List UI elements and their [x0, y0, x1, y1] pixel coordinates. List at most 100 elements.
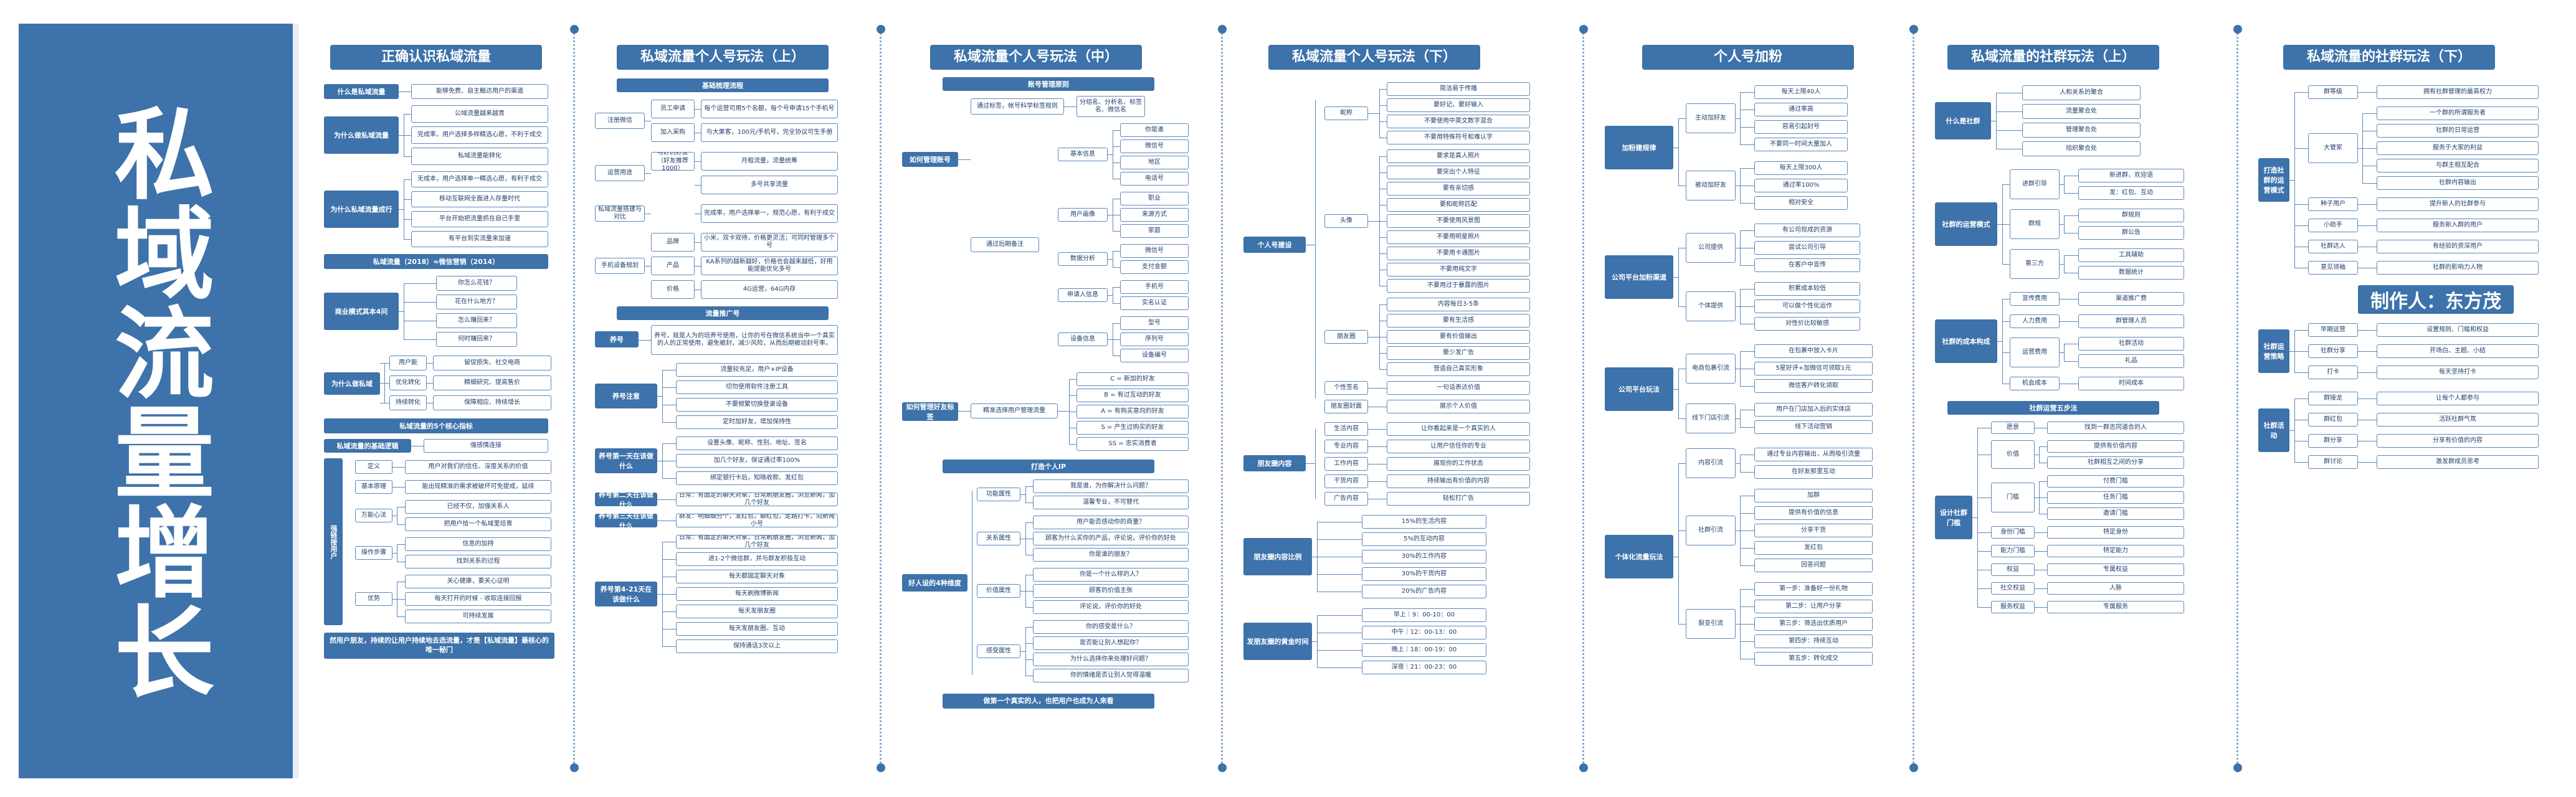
connector-horizontal	[2358, 372, 2362, 373]
connector-horizontal	[1368, 221, 1379, 222]
leaf-node: 工具辅助	[2078, 248, 2184, 262]
panel-4: 私域流量个人号玩法（下） 简洁易于传播要好记，要好输入不要使用中英文数字混合不要…	[1231, 26, 1574, 770]
connector-horizontal	[2060, 224, 2064, 225]
connector-horizontal	[397, 544, 405, 545]
leaf-node: 社群活动	[2078, 337, 2184, 351]
connector-horizontal	[2362, 372, 2377, 373]
connector-horizontal	[2060, 264, 2064, 265]
connector-horizontal	[1678, 418, 1686, 419]
leaf-node: 加群	[1754, 489, 1873, 502]
connector-horizontal	[2035, 607, 2039, 608]
connector-horizontal	[645, 173, 651, 174]
leaf-node: 不要用纯文字	[1387, 263, 1530, 276]
leaf-node: 新进群，欢迎语	[2078, 169, 2184, 182]
connector-vertical	[662, 370, 663, 422]
leaf-node: 第一步：准备好一份礼物	[1754, 582, 1873, 596]
leaf-node: 有公司现成的资源	[1754, 224, 1860, 237]
leaf-node: 通过率高	[1754, 103, 1848, 116]
leaf-node: 每天发朋友圈	[676, 605, 838, 618]
connector-horizontal	[2362, 204, 2377, 205]
group-node: 第三方	[2010, 249, 2060, 279]
leaf-node: SS = 忠实消费者	[1077, 437, 1189, 451]
leaf-node: 通过率100%	[1754, 179, 1848, 192]
connector-horizontal	[397, 599, 405, 600]
connector-horizontal	[392, 599, 397, 600]
group-node: 群讨论	[2308, 455, 2358, 469]
leaf-node: 绑定银行卡后，知晓收款、发红包	[676, 471, 838, 485]
leaf-node: S = 产生过购买的好友	[1077, 421, 1189, 435]
leaf-node: 要好记，要好输入	[1387, 98, 1530, 112]
connector-horizontal	[1368, 481, 1387, 482]
connector-horizontal	[2060, 352, 2064, 353]
connector-horizontal	[2039, 588, 2047, 589]
leaf-node: 第三步：筛选出优质用户	[1754, 617, 1873, 631]
connector-horizontal	[2362, 113, 2377, 114]
panel-separator	[1909, 25, 1918, 772]
panel-6: 私域流量的社群玩法（上） 什么是社群人和关系的聚合流量聚合处管理聚合处组织聚合处…	[1922, 26, 2231, 770]
leaf-node: 信息的加持	[405, 537, 551, 551]
leaf-node: 公域流量越来越贵	[411, 105, 548, 123]
leaf-node: 持续输出有价值的内容	[1387, 474, 1530, 488]
leaf-node: 与大果客，100元/手机号，完全协议可生手册	[701, 123, 838, 142]
leaf-node: 手机号	[1120, 280, 1189, 294]
leaf-node: 社群的影响力人物	[2377, 261, 2539, 275]
leaf-node: 评论说，评价你的好处	[1033, 600, 1189, 614]
leaf-node: 4G运营，64G内存	[701, 280, 838, 299]
connector-horizontal	[958, 411, 971, 412]
group-node: 公司提供	[1686, 233, 1736, 263]
banner-title: 私域流量增长	[98, 102, 214, 700]
connector-vertical	[1678, 463, 1679, 624]
leaf-node: 要有亲切感	[1387, 182, 1530, 196]
connector-horizontal	[1108, 259, 1113, 260]
connector-horizontal	[1113, 303, 1120, 304]
leaf-node: 用户在门店加入后的实体店	[1754, 403, 1873, 417]
connector-horizontal	[1368, 388, 1379, 389]
group-node: 运营费用	[2010, 337, 2060, 367]
leaf-node: 保持通话3次以上	[676, 639, 838, 653]
panel-5: 个人号加粉 主动加好友每天上限40人通过率高容易引起封号不要同一时间大量加人被动…	[1592, 26, 1904, 770]
connector-horizontal	[1108, 295, 1113, 296]
connector-horizontal	[2362, 462, 2377, 463]
connector-horizontal	[662, 629, 676, 630]
connector-horizontal	[2064, 255, 2078, 256]
section-label: 个人号建设	[1243, 237, 1306, 253]
leaf-node: 用户能否感动你的商量？	[1033, 516, 1189, 529]
leaf-node: 你是谁	[1120, 123, 1189, 137]
connector-horizontal	[1025, 627, 1033, 628]
panel-title: 私域流量个人号玩法（中）	[930, 45, 1142, 70]
connector-horizontal	[427, 363, 433, 364]
connector-vertical	[1678, 248, 1679, 306]
leaf-node: 特定能力	[2047, 545, 2184, 557]
leaf-node: 留促损失、社交电商	[433, 356, 551, 370]
connector-horizontal	[1317, 667, 1362, 668]
group-node: 持续转化	[389, 395, 427, 410]
group-node: 优化转化	[389, 375, 427, 390]
leaf-node: 任务门槛	[2047, 491, 2184, 504]
section-label: 发朋友圈的黄金时间	[1243, 623, 1312, 660]
connector-horizontal	[2002, 264, 2010, 265]
leaf-node: 为什么选择你来处理好问题？	[1033, 653, 1189, 666]
group-node: 手机设备规划	[595, 258, 645, 274]
connector-horizontal	[695, 161, 701, 162]
connector-horizontal	[1025, 659, 1033, 660]
connector-horizontal	[662, 387, 676, 388]
connector-horizontal	[2294, 148, 2308, 149]
section-label: 朋友圈内容比例	[1243, 538, 1312, 575]
group-node: 操作步骤	[355, 546, 392, 560]
connector-horizontal	[2064, 361, 2078, 362]
connector-horizontal	[1996, 130, 2022, 131]
leaf-node: 早上｜9：00-10：00	[1362, 608, 1486, 622]
section-label: 养号第4-21天在该做什么	[595, 582, 657, 606]
connector-horizontal	[392, 553, 397, 554]
section-label: 社群活动	[2258, 408, 2289, 452]
leaf-node: 渠道推广费	[2078, 292, 2184, 306]
group-node: 关系属性	[977, 532, 1020, 545]
connector-horizontal	[1740, 127, 1754, 128]
group-node: 裂变引流	[1686, 609, 1736, 639]
connector-horizontal	[404, 219, 411, 220]
section-label: 养号第二天在该做什么	[595, 491, 657, 509]
leaf-node: 每天发朋友圈、互动	[676, 622, 838, 636]
leaf-node: 切勿使用软件注册工具	[676, 380, 838, 394]
section-label: 好人设的4种维度	[902, 574, 967, 592]
connector-horizontal	[2060, 184, 2064, 185]
